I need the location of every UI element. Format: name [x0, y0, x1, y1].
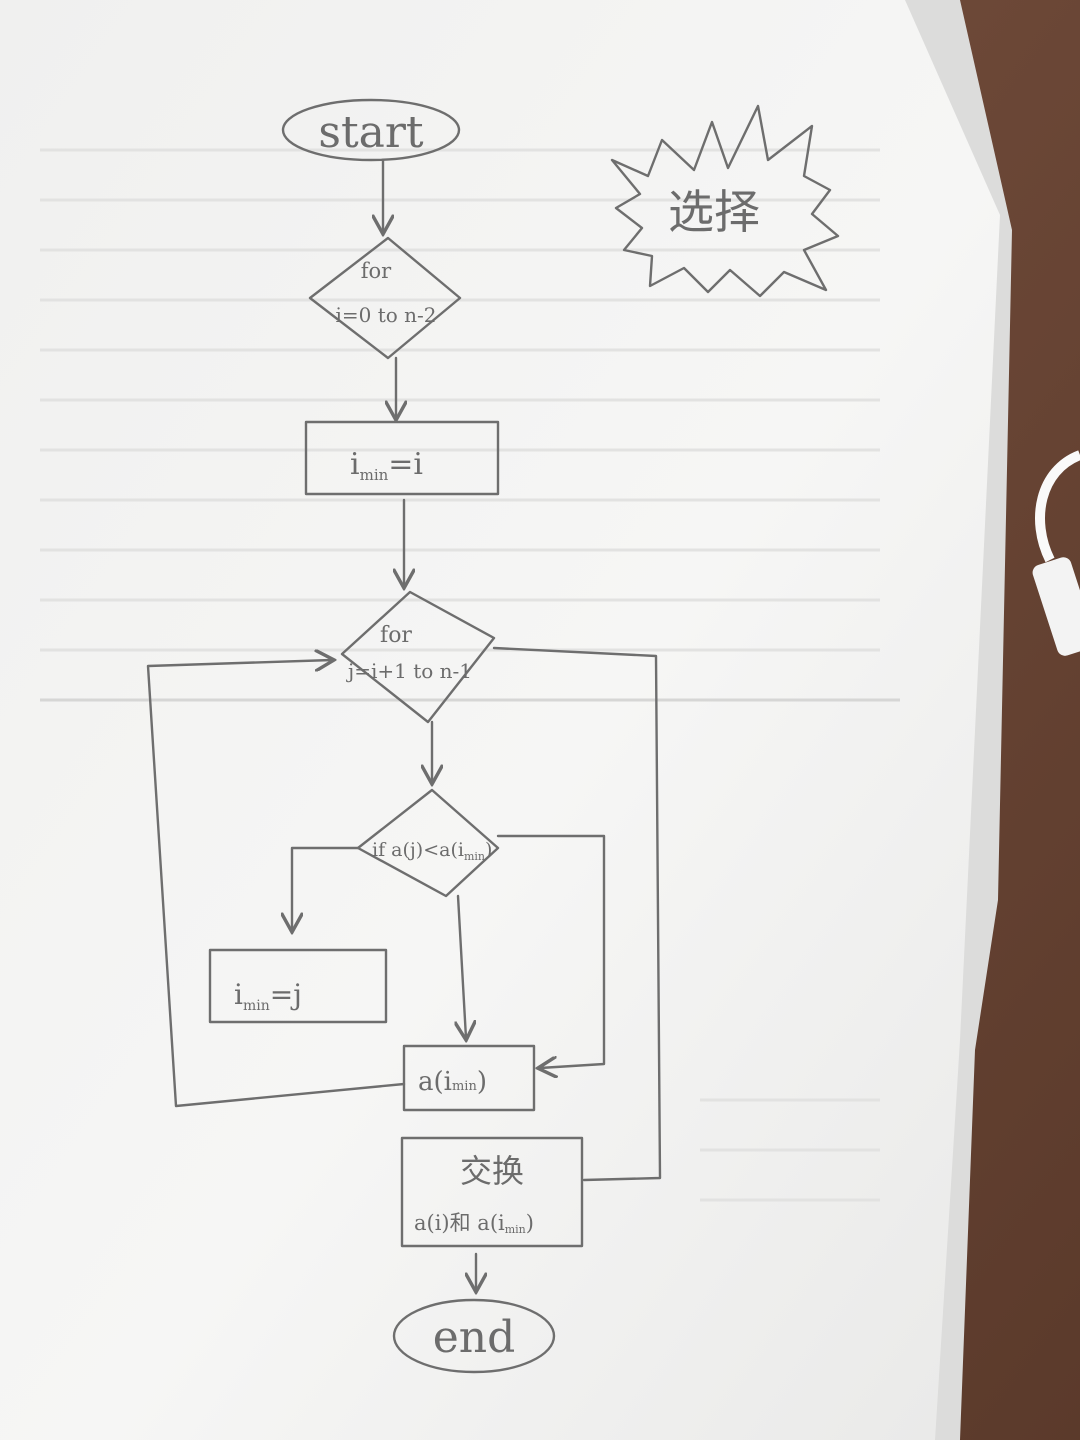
swap-line1: 交换: [460, 1152, 524, 1190]
condition-text: if a(j)<a(: [372, 839, 458, 861]
burst-title: 选择: [668, 185, 760, 239]
end-label: end: [433, 1312, 516, 1363]
swap-close: ): [526, 1211, 534, 1235]
outer-loop-for: for: [361, 259, 392, 283]
min-value-label: a(imin): [418, 1067, 487, 1097]
condition-close: ): [485, 839, 492, 861]
inner-loop-range: j=i+1 to n-1: [346, 659, 472, 683]
condition-sub: min: [464, 850, 485, 863]
inner-loop-diamond: [340, 590, 496, 724]
arrow-condition-true: [292, 846, 360, 930]
swap-line2-text: a(i)和 a(: [414, 1211, 498, 1235]
min-value-sub: min: [452, 1079, 477, 1094]
inner-loop-for: for: [380, 623, 412, 648]
start-label: start: [318, 107, 424, 158]
arrow-condition-right: [496, 834, 606, 1068]
init-min-rest: =i: [388, 447, 423, 482]
init-min-sub: min: [360, 466, 389, 484]
bleed-through-print: [40, 148, 900, 1202]
inner-loop-back: [146, 660, 406, 1108]
burst-shape-icon: [610, 104, 840, 298]
swap-box: [400, 1136, 584, 1248]
update-min-var: i: [234, 978, 243, 1011]
outer-loop-diamond: [308, 236, 462, 360]
init-min-label: imin=i: [350, 447, 423, 484]
condition-diamond: [356, 788, 500, 898]
min-value-var: i: [444, 1067, 452, 1097]
swap-line2: a(i)和 a(imin): [414, 1211, 534, 1236]
start-terminator: [281, 98, 461, 162]
min-value-close: ): [477, 1067, 487, 1097]
update-min-label: imin=j: [234, 978, 302, 1014]
swap-var: i: [498, 1211, 505, 1235]
cable-icon: [1032, 450, 1080, 656]
update-min-sub: min: [243, 998, 270, 1014]
swap-sub: min: [505, 1223, 526, 1236]
outer-loop-range: i=0 to n-2: [335, 303, 436, 327]
end-terminator: [392, 1298, 556, 1374]
update-min-rest: =j: [270, 978, 302, 1011]
min-value-box: [402, 1044, 536, 1112]
init-min-box: [304, 420, 500, 496]
condition-var: i: [458, 839, 464, 861]
arrow-condition-false: [458, 894, 466, 1038]
min-value-text: a(: [418, 1067, 444, 1097]
condition-label: if a(j)<a(imin): [372, 839, 492, 863]
update-min-box: [208, 948, 388, 1024]
init-min-var: i: [350, 447, 360, 482]
outer-loop-back: [492, 646, 662, 1182]
paper-sheet: [0, 0, 1000, 1440]
